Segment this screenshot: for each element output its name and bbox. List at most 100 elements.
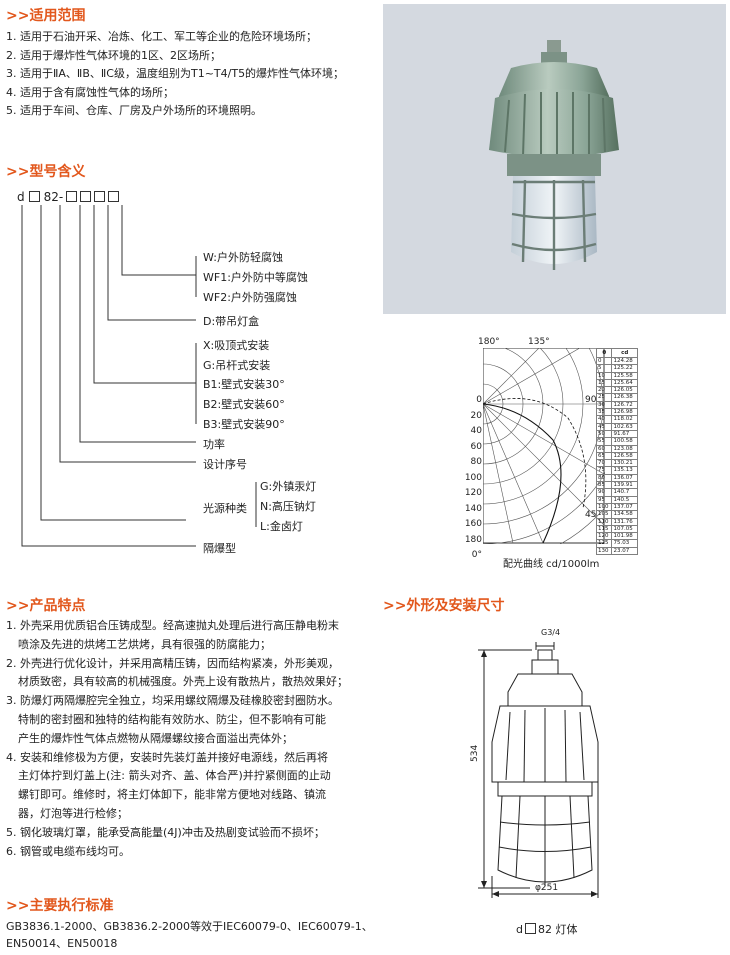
dimension-drawing [478, 642, 599, 898]
table-cell: 126.05 [611, 386, 638, 395]
table-cell: 135.13 [611, 466, 638, 475]
feature-line: 产生的爆炸性气体点燃物从隔爆螺纹接合面溢出壳体外； [18, 731, 293, 745]
polar-radial-label: 140 [464, 503, 482, 514]
feature-line: 5. 钢化玻璃灯罩，能承受高能量(4J)冲击及热剧变试验而不损坏； [6, 825, 325, 839]
polar-radial-label: 40 [470, 426, 482, 436]
feature-line: 主灯体拧到灯盖上(注: 箭头对齐、盖、体合严)并拧紧侧面的止动 [18, 769, 331, 783]
table-cell: 124.28 [611, 356, 638, 366]
table-cell: 45 [595, 422, 613, 431]
feature-line: 6. 钢管或电缆布线均可。 [6, 844, 130, 858]
table-cell: 30 [595, 400, 613, 410]
table-cell: 100.58 [611, 437, 638, 446]
table-cell: 134.58 [611, 510, 638, 519]
table-cell: 10 [595, 371, 613, 380]
feature-line: 4. 安装和维修极为方便，安装时先装灯盖并接好电源线，然后再将 [6, 750, 328, 764]
table-header: θ [595, 348, 613, 358]
table-cell: 80 [595, 473, 613, 483]
features-list: 1. 外壳采用优质铝合压铸成型。经高速抛丸处理后进行高压静电粉末喷涂及先进的烘烤… [6, 617, 356, 861]
label-src-l: L:金卤灯 [260, 520, 303, 533]
scope-item: 5. 适用于车间、仓库、厂房及户外场所的环境照明。 [6, 104, 262, 117]
label-w: W:户外防轻腐蚀 [203, 251, 283, 264]
table-cell: 60 [595, 444, 613, 453]
table-cell: 105 [595, 510, 613, 519]
polar-radial-label: 180 [464, 534, 482, 545]
table-cell: 126.98 [611, 408, 638, 417]
table-cell: 126.72 [611, 400, 638, 410]
feature-line: 螺钉即可。维修时，将主灯体卸下，能非常方便地对线路、镇流 [18, 788, 326, 802]
table-cell: 118.02 [611, 415, 638, 424]
table-cell: 95 [595, 495, 613, 504]
label-src-n: N:高压钠灯 [260, 500, 316, 513]
table-cell: 40 [595, 415, 613, 424]
label-x: X:吸顶式安装 [203, 339, 270, 352]
table-cell: 102.63 [611, 422, 638, 431]
table-cell: 126.58 [611, 451, 638, 461]
scope-item: 2. 适用于爆炸性气体环境的1区、2区场所； [6, 48, 221, 62]
standards-line: EN50014、EN50018 [6, 937, 118, 950]
caption-box [524, 923, 536, 934]
table-cell: 70 [595, 459, 613, 468]
polar-radial-label: 160 [464, 519, 482, 529]
table-cell: 75.03 [611, 539, 638, 548]
standards-title: >>主要执行标准 [6, 898, 114, 914]
angle-90: 90 [585, 395, 597, 405]
table-cell: 107.05 [611, 524, 638, 534]
table-cell: 91.67 [611, 429, 638, 439]
label-source: 光源种类 [203, 502, 247, 515]
dimensions-title: >>外形及安装尺寸 [383, 598, 505, 614]
polar-radial-label: 120 [464, 488, 482, 498]
label-g: G:吊杆式安装 [203, 359, 271, 372]
table-cell: 55 [595, 437, 613, 446]
table-cell: 90 [595, 488, 613, 497]
table-cell: 110 [595, 517, 613, 526]
table-cell: 25 [595, 393, 613, 402]
dim-width: φ251 [535, 883, 559, 893]
table-cell: 140.7 [611, 488, 638, 497]
table-cell: 50 [595, 429, 613, 439]
polar-radial-label: 0° [471, 550, 482, 560]
feature-line: 材质致密，具有较高的机械强度。外壳上设有散热片，散热效果好； [18, 675, 348, 689]
polar-top-label: 180° [478, 337, 500, 347]
table-cell: 15 [595, 378, 613, 388]
feature-line: 3. 防爆灯两隔爆腔完全独立，均采用螺纹隔爆及硅橡胶密封圈防水。 [6, 694, 339, 708]
code-box [94, 191, 106, 202]
table-cell: 137.07 [611, 502, 638, 512]
scope-title: >>适用范围 [6, 8, 86, 24]
label-wf2: WF2:户外防强腐蚀 [203, 291, 297, 304]
standards-line: GB3836.1-2000、GB3836.2-2000等效于IEC60079-0… [6, 920, 373, 933]
polar-top-label: 135° [528, 337, 550, 347]
table-cell: 101.98 [611, 532, 638, 541]
product-photo [383, 4, 726, 314]
model-title: >>型号含义 [6, 164, 86, 180]
feature-line: 1. 外壳采用优质铝合压铸成型。经高速抛丸处理后进行高压静电粉末 [6, 619, 339, 632]
table-cell: 65 [595, 451, 613, 461]
table-cell: 100 [595, 502, 613, 512]
table-cell: 5 [595, 364, 613, 373]
table-cell: 20 [595, 386, 613, 395]
feature-line: 器，灯泡等进行检修； [18, 806, 128, 820]
table-cell: 85 [595, 481, 613, 490]
table-cell: 123.08 [611, 444, 638, 453]
code-box [80, 191, 92, 202]
code-box [66, 191, 78, 202]
scope-list: 1. 适用于石油开采、冶炼、化工、军工等企业的危险环境场所；2. 适用于爆炸性气… [6, 28, 344, 121]
